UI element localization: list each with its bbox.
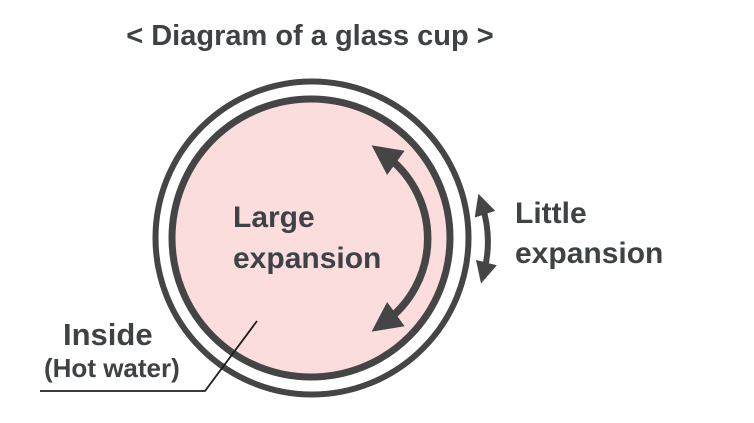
diagram-title: < Diagram of a glass cup >	[126, 20, 493, 52]
large-expansion-arrow-icon	[371, 145, 432, 332]
inside-label: Inside	[63, 317, 153, 352]
little-expansion-label-line2: expansion	[515, 237, 663, 270]
hot-water-area	[168, 95, 454, 381]
little-expansion-arrow-icon	[474, 193, 497, 284]
large-expansion-label-line1: Large	[233, 201, 315, 234]
little-expansion-label-line1: Little	[515, 197, 587, 230]
large-expansion-label-line2: expansion	[233, 242, 381, 275]
inside-sublabel: (Hot water)	[44, 353, 180, 383]
inside-leader-line	[40, 320, 258, 392]
